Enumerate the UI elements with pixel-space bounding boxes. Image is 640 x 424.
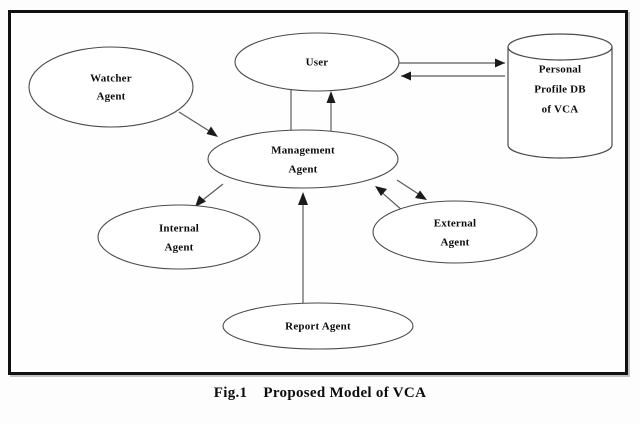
management-agent-label-line2: Agent bbox=[288, 164, 317, 176]
edge-user-to-db-arrowhead bbox=[495, 58, 505, 68]
edge-report-to-management-arrowhead bbox=[298, 192, 308, 205]
node-management-agent[interactable]: Management Agent bbox=[207, 129, 399, 189]
personal-db-cylinder-top bbox=[507, 33, 613, 61]
user-label: User bbox=[306, 57, 329, 69]
edge-external-to-management bbox=[375, 186, 404, 212]
personal-db-label-line3: of VCA bbox=[542, 104, 579, 116]
edge-management-to-user-arrowhead bbox=[326, 91, 336, 103]
external-agent-label-line2: Agent bbox=[440, 237, 469, 249]
report-agent-label: Report Agent bbox=[285, 321, 351, 333]
watcher-agent-ellipse[interactable] bbox=[28, 46, 194, 128]
personal-db-label-line2: Profile DB bbox=[534, 84, 586, 96]
figure-caption-text: Proposed Model of VCA bbox=[263, 385, 427, 401]
node-external-agent[interactable]: External Agent bbox=[372, 200, 538, 264]
edge-watcher-to-management-line bbox=[178, 111, 215, 135]
edge-report-to-management bbox=[298, 192, 308, 305]
user-ellipse[interactable] bbox=[234, 32, 400, 92]
internal-agent-ellipse[interactable] bbox=[97, 204, 261, 270]
edge-watcher-to-management bbox=[178, 111, 218, 137]
node-user[interactable]: User bbox=[234, 32, 400, 92]
external-agent-ellipse[interactable] bbox=[372, 200, 538, 264]
edge-management-to-external-arrowhead bbox=[415, 190, 427, 200]
edge-management-to-external bbox=[396, 179, 427, 200]
edge-watcher-to-management-arrowhead bbox=[206, 126, 218, 137]
watcher-agent-label-line2: Agent bbox=[96, 91, 125, 103]
management-agent-ellipse[interactable] bbox=[207, 129, 399, 189]
node-personal-db[interactable]: Personal Profile DB of VCA bbox=[507, 33, 613, 159]
internal-agent-label-line2: Agent bbox=[164, 242, 193, 254]
node-internal-agent[interactable]: Internal Agent bbox=[97, 204, 261, 270]
watcher-agent-label-line1: Watcher bbox=[90, 73, 132, 85]
node-report-agent[interactable]: Report Agent bbox=[222, 302, 414, 350]
node-watcher-agent[interactable]: Watcher Agent bbox=[28, 46, 194, 128]
edge-management-to-internal bbox=[195, 183, 224, 207]
management-agent-label-line1: Management bbox=[271, 145, 335, 157]
edge-user-to-db bbox=[399, 58, 505, 68]
report-agent-ellipse[interactable] bbox=[222, 302, 414, 350]
edge-db-to-user-arrowhead bbox=[401, 71, 411, 81]
edge-management-to-internal-arrowhead bbox=[195, 195, 206, 207]
internal-agent-label-line1: Internal bbox=[159, 223, 199, 235]
figure-caption-number: Fig.1 bbox=[213, 385, 248, 401]
personal-db-cylinder-body[interactable] bbox=[507, 46, 613, 159]
personal-db-label-line1: Personal bbox=[539, 64, 582, 76]
edge-external-to-management-arrowhead bbox=[375, 186, 387, 196]
external-agent-label-line1: External bbox=[434, 218, 477, 230]
diagram-canvas: Watcher Agent User Personal Profile DB o… bbox=[28, 32, 613, 350]
figure-frame: Watcher Agent User Personal Profile DB o… bbox=[8, 10, 628, 375]
figure-caption: Fig.1 Proposed Model of VCA bbox=[0, 385, 640, 402]
edge-db-to-user bbox=[401, 71, 505, 81]
